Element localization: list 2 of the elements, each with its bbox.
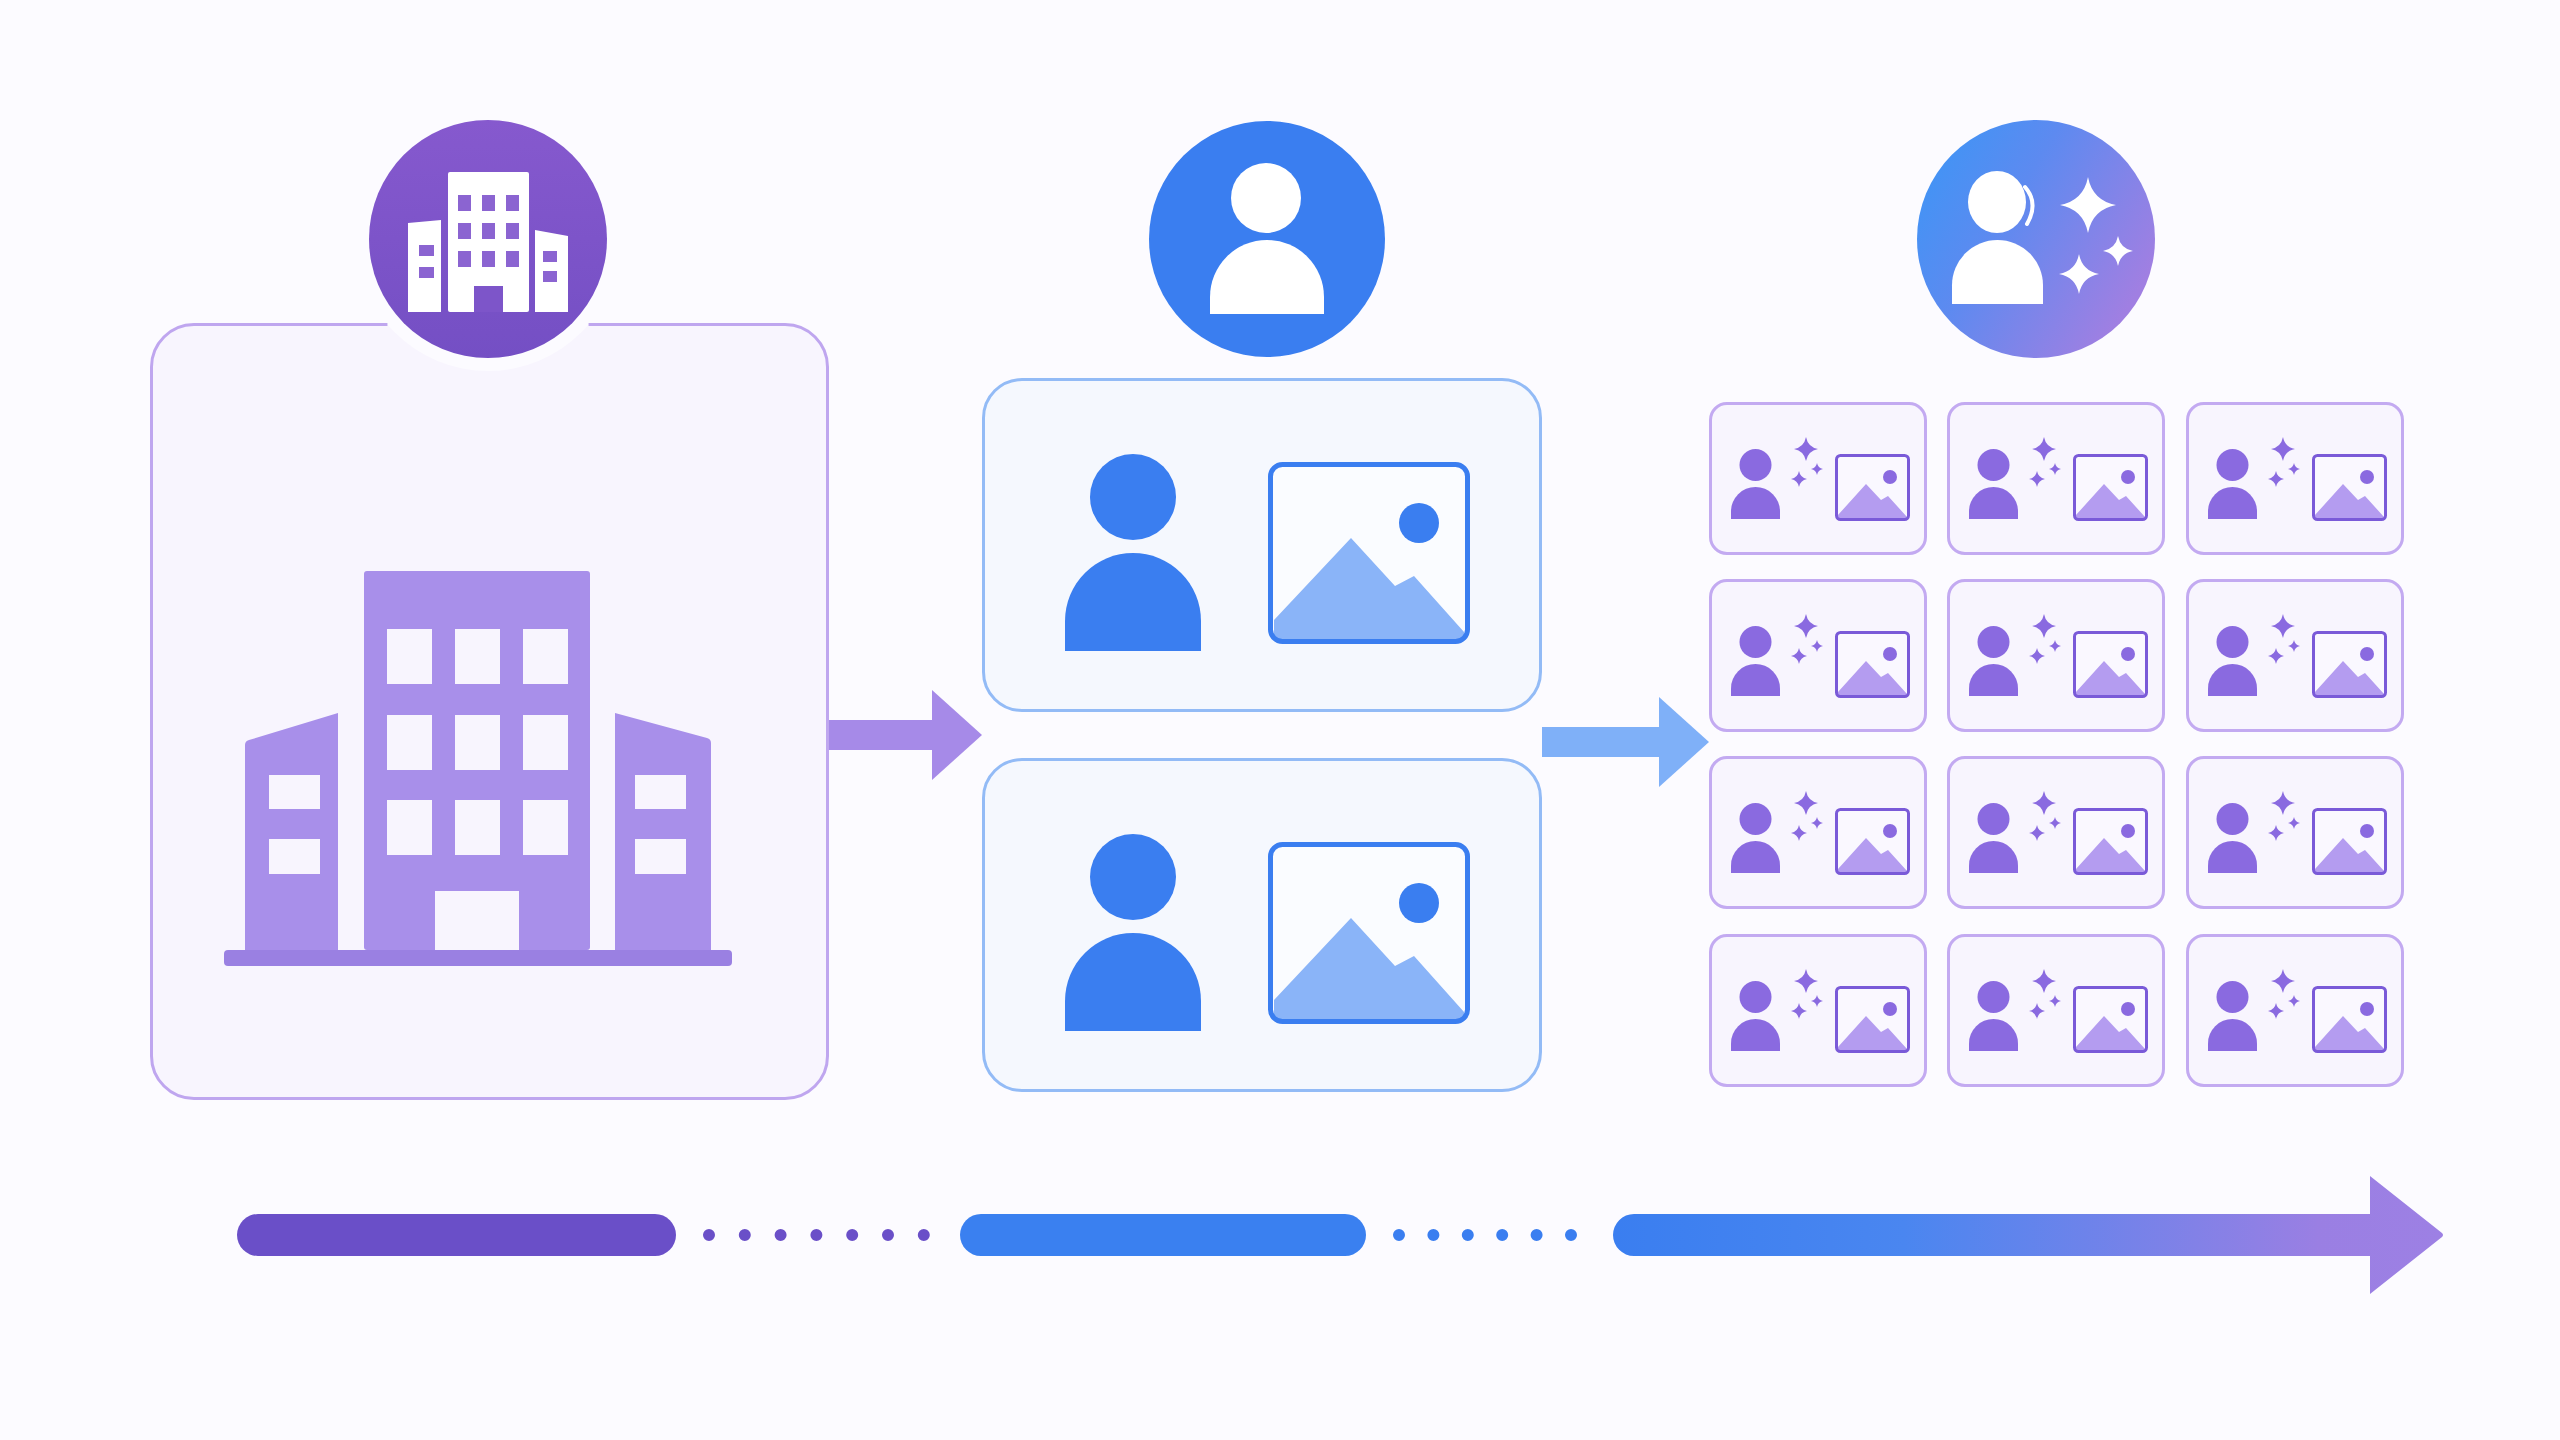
timeline-bar	[237, 1214, 676, 1256]
timeline-bar	[960, 1214, 1366, 1256]
